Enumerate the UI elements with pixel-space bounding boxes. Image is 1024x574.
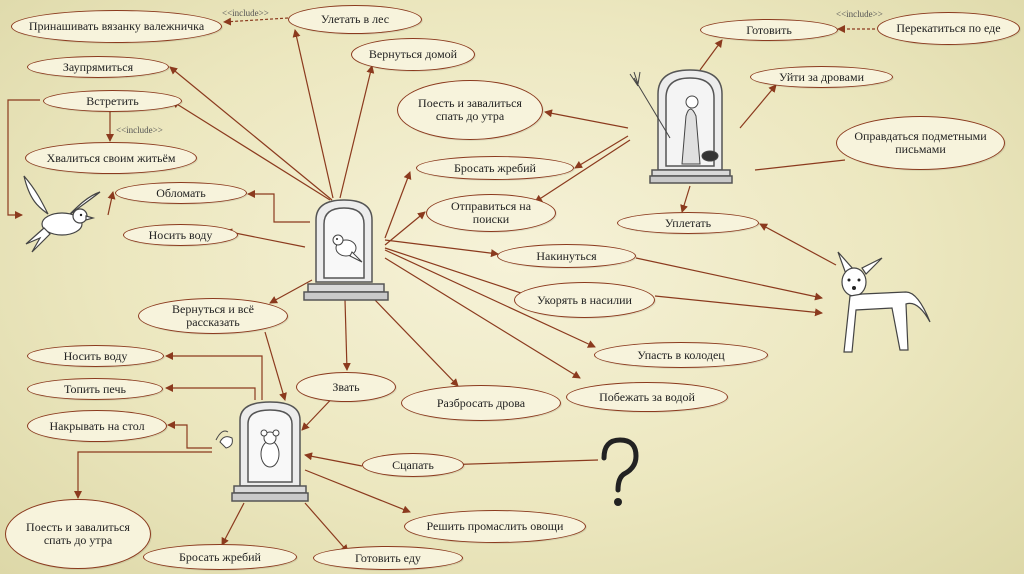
usecase-razbrosat-drova: Разбросать дрова (401, 385, 561, 421)
usecase-ukoryat-v-nasilii: Укорять в насилии (514, 282, 655, 318)
usecase-upletat: Уплетать (617, 212, 759, 234)
line-witch-to-opravdatsya (755, 160, 845, 170)
arrow-to-brosat-2 (222, 503, 244, 545)
usecase-gotovit: Готовить (700, 19, 838, 41)
usecase-poest-i-zavalitsya-2: Поесть и завалиться спать до утра (5, 499, 151, 569)
question-mark-figure (596, 436, 642, 510)
arrow-bird-to-oblomat (108, 192, 113, 215)
arrow-to-promaslit (305, 470, 410, 512)
usecase-uyti-za-drovami: Уйти за дровами (750, 66, 893, 88)
include-label: <<include>> (116, 125, 163, 135)
arrow-to-uletat (295, 30, 333, 198)
arrow-rasskazat-to-mouse (265, 332, 285, 400)
usecase-zauprymitsya: Заупрямиться (27, 56, 169, 78)
usecase-gotovit-edu: Готовить еду (313, 546, 463, 570)
usecase-oblomat: Обломать (115, 182, 247, 204)
arrow-witch-to-upletat (682, 186, 690, 212)
usecase-khvalitsya: Хвалиться своим житьём (25, 142, 197, 174)
usecase-upast-v-kolodets: Упасть в колодец (594, 342, 768, 368)
arrow-to-razbrosat (375, 300, 458, 386)
usecase-nosit-vodu-2: Носить воду (27, 345, 164, 367)
arrow-to-nakryvat (168, 425, 212, 448)
include-label: <<include>> (222, 8, 269, 18)
usecase-scapat: Сцапать (362, 453, 464, 477)
usecase-pobezhat-za-vodoy: Побежать за водой (566, 382, 728, 412)
usecase-brosat-zhrebiy: Бросать жребий (416, 156, 574, 180)
usecase-uletat-v-les: Улетать в лес (288, 5, 422, 34)
arrow-to-otpravitsya (385, 212, 425, 245)
usecase-nosit-vodu: Носить воду (123, 224, 238, 246)
usecase-reshit-promaslit: Решить промаслить овощи (404, 510, 586, 543)
dog-figure (822, 248, 934, 358)
dove-figure (18, 172, 108, 254)
include-arrow-top (224, 18, 288, 22)
usecase-otpravitsya-na-poiski: Отправиться на поиски (426, 194, 556, 232)
arrow-to-poest-2 (78, 452, 212, 498)
usecase-poest-i-zavalitsya: Поесть и завалиться спать до утра (397, 80, 543, 140)
include-label: <<include>> (836, 9, 883, 19)
mouse-tablet-figure (214, 398, 314, 504)
usecase-topit-pech: Топить печь (27, 378, 163, 400)
arrow-to-vernutsya-domoy (340, 66, 372, 198)
arrow-to-zvat (345, 300, 347, 370)
usecase-nakinutsya: Накинуться (497, 244, 636, 268)
arrow-to-nakinutsya (385, 240, 498, 254)
arrow-to-dog-2 (655, 296, 822, 313)
arrow-to-gotovit-edu (305, 503, 348, 552)
arrow-witch-to-poest (545, 112, 628, 128)
usecase-vernutsya-domoy: Вернуться домой (351, 38, 475, 71)
usecase-prinashivat-vyazanku: Принашивать вязанку валежничка (11, 10, 222, 43)
witch-tablet-figure (628, 66, 746, 186)
arrow-witch-to-brosat (575, 136, 628, 168)
usecase-nakryvat-na-stol: Накрывать на стол (27, 410, 167, 442)
arrow-to-nosit-vodu-2 (166, 356, 262, 400)
arrow-to-pobezhat (385, 258, 580, 378)
usecase-brosat-zhrebiy-2: Бросать жребий (143, 544, 297, 570)
usecase-vernutsya-i-rasskazat: Вернуться и всё рассказать (138, 298, 288, 334)
usecase-opravdatsya: Оправдаться подметными письмами (836, 116, 1005, 170)
usecase-perekatitsya-po-ede: Перекатиться по еде (877, 12, 1020, 45)
usecase-vstretit: Встретить (43, 90, 182, 112)
arrow-to-dog-1 (636, 258, 822, 298)
sparrow-tablet-figure (300, 196, 390, 304)
